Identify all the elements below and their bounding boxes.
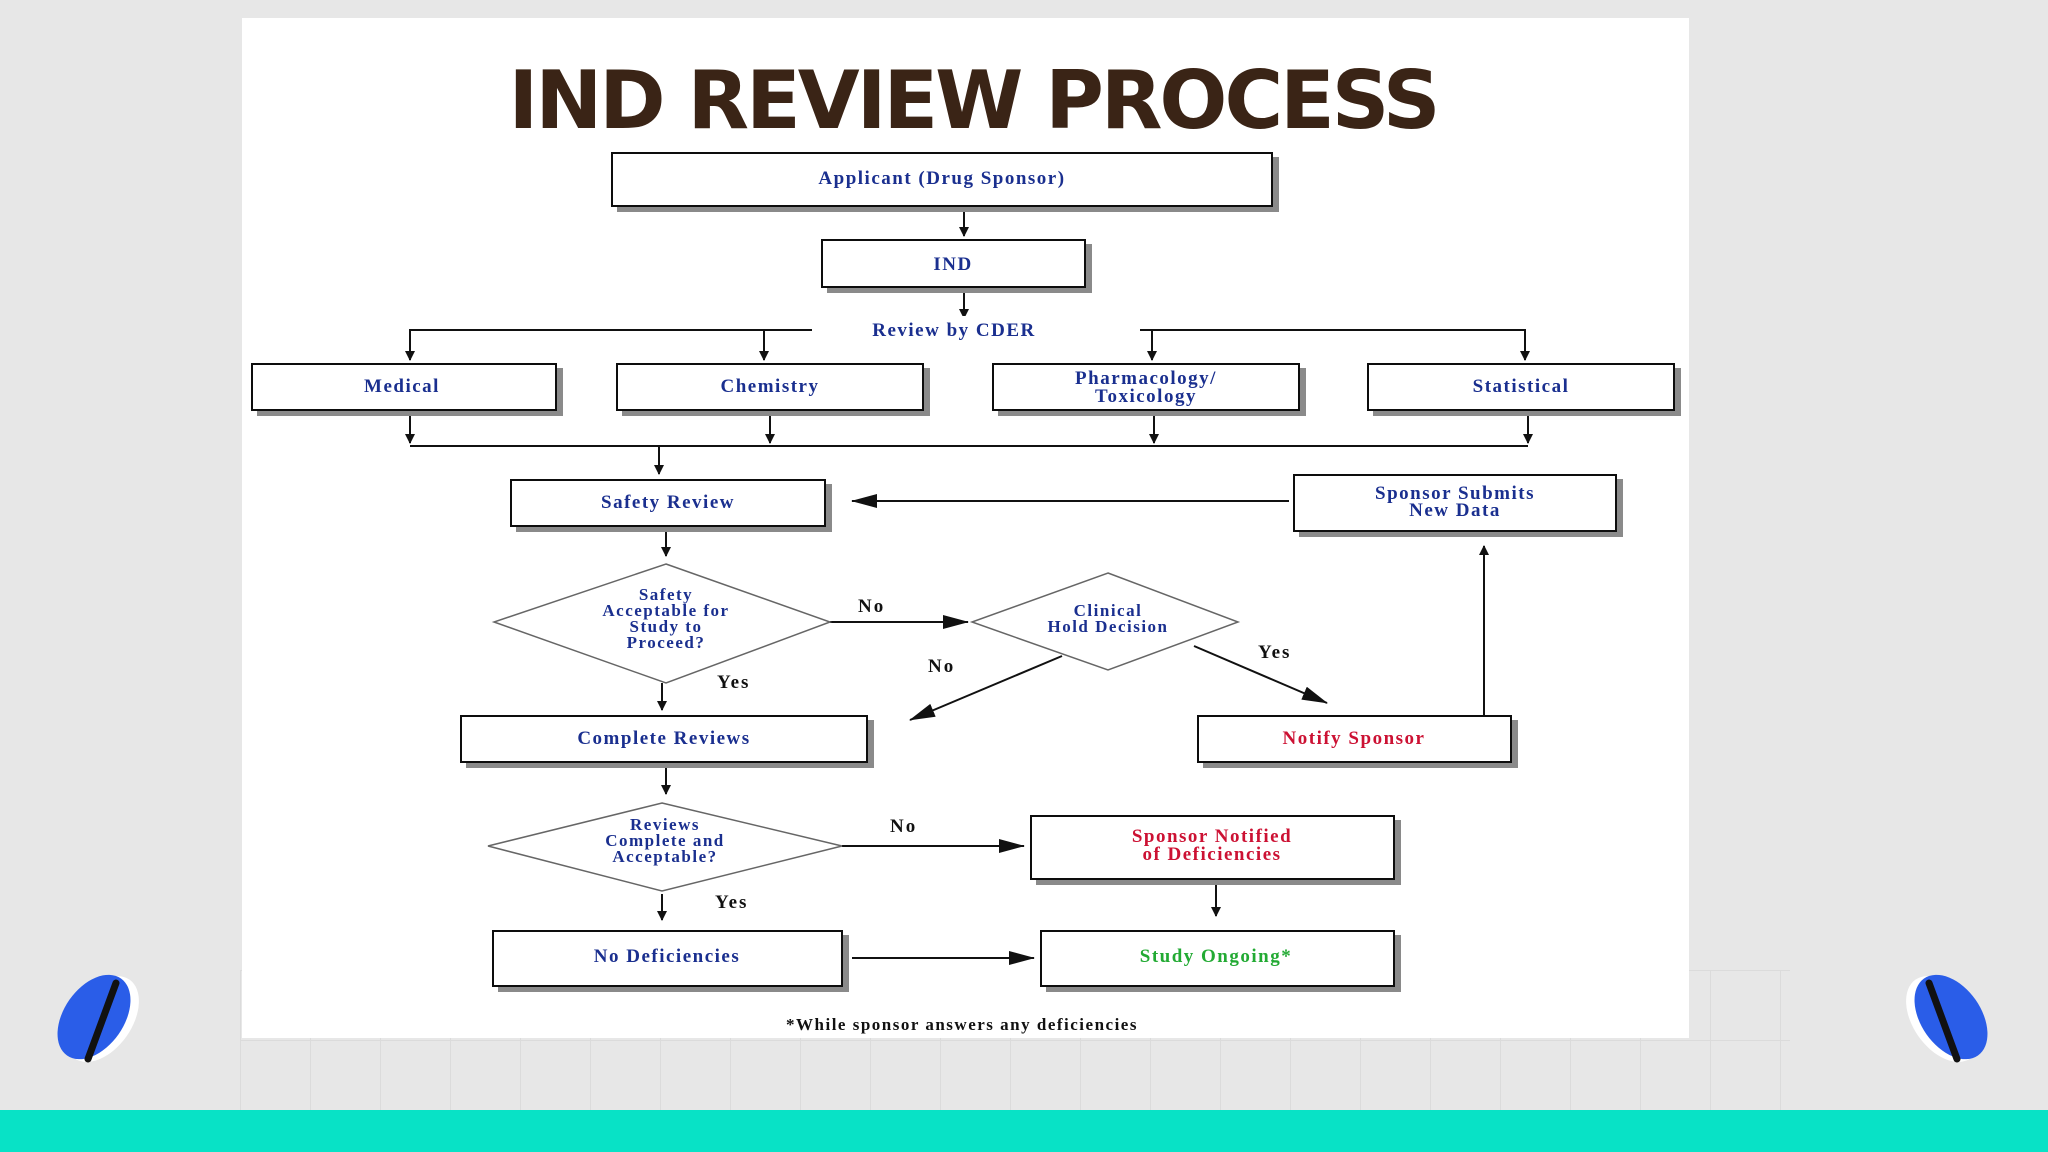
diagram-title: IND REVIEW PROCESS [509,54,1438,147]
complete-reviews-label: Complete Reviews [577,728,750,749]
safety-acceptable-line3: Study to [630,617,703,636]
medical-label: Medical [364,376,440,397]
sponsor-submits-box [1293,474,1617,532]
safety-acceptable-decision [491,563,833,684]
notify-sponsor-label: Notify Sponsor [1283,728,1426,749]
reviews-complete-decision [487,802,843,892]
medical-box [251,363,557,411]
bottom-accent-bar [0,1110,2048,1152]
arrow-hold-no [909,655,1063,721]
edge-label-reviews-yes: Yes [715,892,748,913]
footnote: *While sponsor answers any deficiencies [786,1015,1138,1034]
arrow-hold-yes [1193,645,1328,704]
safety-review-label: Safety Review [601,492,735,513]
safety-acceptable-line4: Proceed? [627,633,706,652]
reviews-complete-line1: Reviews [630,815,700,834]
study-ongoing-box [1040,930,1395,987]
edge-label-safety-no: No [858,596,885,617]
sponsor-submits-label-line2: New Data [1409,500,1501,521]
flowchart: IND REVIEW PROCESS [251,54,1675,1034]
ind-label: IND [933,254,972,275]
slide-image: IND REVIEW PROCESS [242,18,1689,1038]
pharmacology-label-line1: Pharmacology/ [1075,368,1217,389]
sponsor-notified-label-line1: Sponsor Notified [1132,826,1292,847]
applicant-box [611,152,1273,207]
reviews-complete-line2: Complete and [605,831,725,850]
reviews-complete-line3: Acceptable? [612,847,717,866]
cder-label-bg [812,316,1140,344]
chemistry-box [616,363,924,411]
pharmacology-label-line2: Toxicology [1095,386,1197,407]
chemistry-label: Chemistry [721,376,820,397]
sponsor-submits-label-line1: Sponsor Submits [1375,483,1535,504]
connectors [405,206,1533,965]
statistical-box [1367,363,1675,411]
arrow-cder-statistical [1140,329,1530,361]
pharmacology-box [992,363,1300,411]
edge-label-hold-no: No [928,656,955,677]
applicant-label: Applicant (Drug Sponsor) [818,168,1065,189]
clinical-hold-decision [969,572,1241,671]
complete-reviews-box [460,715,868,763]
edge-label-hold-yes: Yes [1258,642,1291,663]
no-deficiencies-label: No Deficiencies [594,946,740,967]
edge-label-reviews-no: No [890,816,917,837]
notify-sponsor-box [1197,715,1512,763]
ind-box [821,239,1086,288]
safety-acceptable-line1: Safety [639,585,693,604]
sponsor-notified-box [1030,815,1395,880]
pen-badge-icon [30,955,160,1085]
edge-label-safety-yes: Yes [717,672,750,693]
pen-badge-icon [1885,955,2015,1085]
study-ongoing-label: Study Ongoing* [1140,946,1292,967]
statistical-label: Statistical [1473,376,1570,397]
safety-acceptable-line2: Acceptable for [602,601,729,620]
arrow-cder-medical [405,329,812,361]
sponsor-notified-label-line2: of Deficiencies [1142,844,1281,865]
clinical-hold-line1: Clinical [1074,601,1143,620]
clinical-hold-line2: Hold Decision [1047,617,1168,636]
review-by-cder-label: Review by CDER [872,320,1036,341]
no-deficiencies-box [492,930,843,987]
safety-review-box [510,479,826,527]
